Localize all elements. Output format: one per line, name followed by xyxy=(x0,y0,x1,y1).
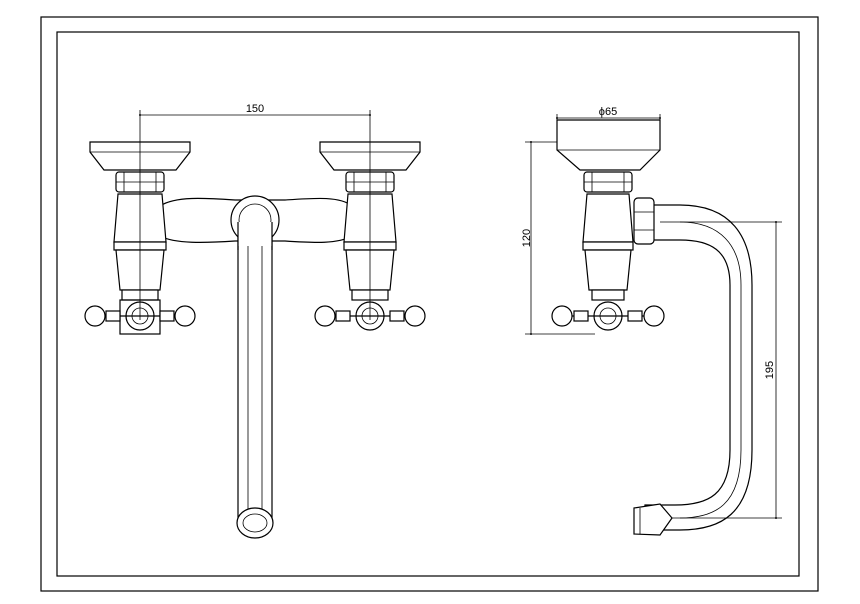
spout-outlet xyxy=(236,507,274,539)
side-view: ϕ65 120 195 xyxy=(521,106,782,536)
outer-frame xyxy=(40,16,819,592)
side-spout-pipe xyxy=(644,204,753,531)
dimension-120 xyxy=(525,141,595,335)
left-knob-left xyxy=(84,305,106,327)
left-knob-right xyxy=(174,305,196,327)
side-outlet-nut xyxy=(633,503,673,536)
dimension-120-label: 120 xyxy=(521,229,533,247)
right-knob-right xyxy=(404,305,426,327)
front-spout xyxy=(230,195,280,539)
side-knob-right xyxy=(643,305,665,327)
right-knob-left xyxy=(314,305,336,327)
dimension-diameter-label: ϕ65 xyxy=(599,106,617,118)
dimension-195-label: 195 xyxy=(764,361,776,379)
dimension-150-label: 150 xyxy=(246,103,264,115)
dimension-195 xyxy=(680,221,782,519)
side-coupling-nut xyxy=(633,197,655,245)
side-knob-left xyxy=(551,305,573,327)
dimension-diameter xyxy=(556,114,661,140)
side-handle-cap xyxy=(556,119,661,171)
dimension-150 xyxy=(139,110,371,320)
inner-frame xyxy=(56,31,800,577)
front-view: 150 xyxy=(84,103,426,539)
side-valve xyxy=(551,119,665,331)
